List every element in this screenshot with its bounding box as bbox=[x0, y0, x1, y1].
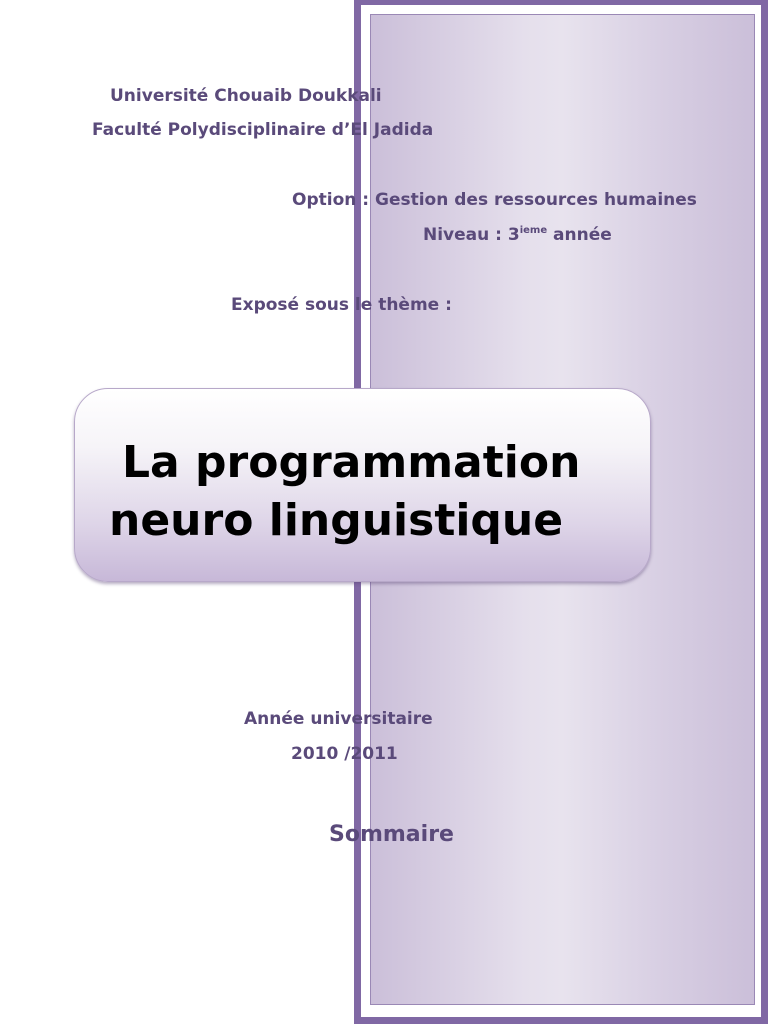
niveau-superscript: ieme bbox=[519, 225, 548, 236]
sommaire-heading: Sommaire bbox=[329, 822, 454, 847]
title-line-2: neuro linguistique bbox=[109, 495, 564, 546]
expose-theme-label: Exposé sous le thème : bbox=[231, 295, 452, 315]
title-box: La programmation neuro linguistique bbox=[74, 388, 651, 582]
faculty-name: Faculté Polydisciplinaire d’El Jadida bbox=[92, 120, 434, 140]
option-line: Option : Gestion des ressources humaines bbox=[292, 190, 697, 210]
academic-years: 2010 /2011 bbox=[291, 744, 398, 764]
niveau-suffix: année bbox=[547, 225, 612, 245]
university-name: Université Chouaib Doukkali bbox=[110, 86, 382, 106]
niveau-prefix: Niveau : 3 bbox=[423, 225, 520, 245]
title-line-1: La programmation bbox=[122, 437, 581, 488]
niveau-line: Niveau : 3ieme année bbox=[423, 225, 612, 245]
side-decorative-frame bbox=[354, 0, 768, 1024]
academic-year-label: Année universitaire bbox=[244, 709, 433, 729]
